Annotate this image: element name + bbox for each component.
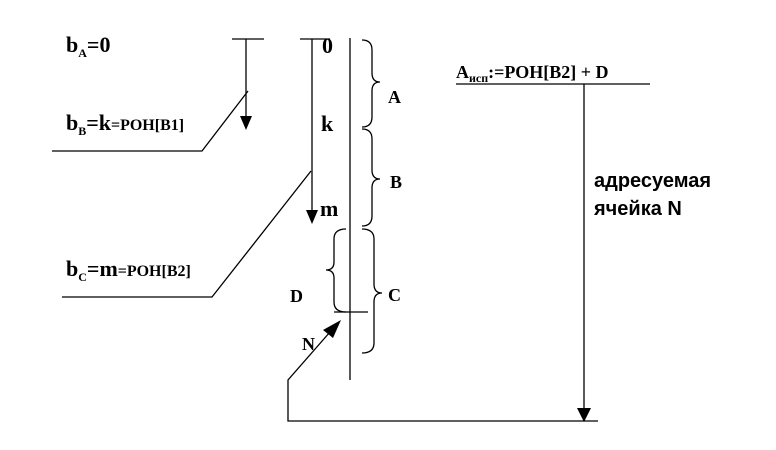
- label-bb: bB=k=РОН[В1]: [66, 110, 184, 138]
- bc-leader-line: [62, 170, 312, 298]
- label-bc: bC=m=РОН[В2]: [66, 256, 191, 284]
- brace-d: [325, 228, 347, 313]
- axis-mark-k: k: [321, 111, 334, 136]
- brace-b: [361, 128, 381, 227]
- annotation-line-2: ячейка N: [593, 198, 682, 220]
- segment-label-n: N: [302, 334, 315, 354]
- ba-arrow-head: [240, 116, 252, 130]
- label-ba: bA=0: [66, 32, 110, 60]
- segment-label-c: C: [388, 285, 401, 305]
- route-arrow-head: [577, 408, 591, 422]
- n-arrow-head: [323, 320, 341, 338]
- axis-mark-zero: 0: [322, 33, 333, 58]
- brace-c: [361, 228, 383, 354]
- segment-label-a: A: [388, 87, 401, 107]
- brace-a: [361, 39, 381, 128]
- formula-text: Aисп:=РОН[В2] + D: [456, 62, 609, 85]
- route-bottom: [287, 331, 598, 422]
- segment-label-d: D: [290, 286, 303, 306]
- axis-mark-m: m: [320, 196, 338, 221]
- segment-label-b: B: [390, 172, 402, 192]
- annotation-line-1: адресуемая: [594, 170, 711, 192]
- bb-leader-line: [52, 90, 249, 152]
- bc-arrow-head: [306, 210, 318, 224]
